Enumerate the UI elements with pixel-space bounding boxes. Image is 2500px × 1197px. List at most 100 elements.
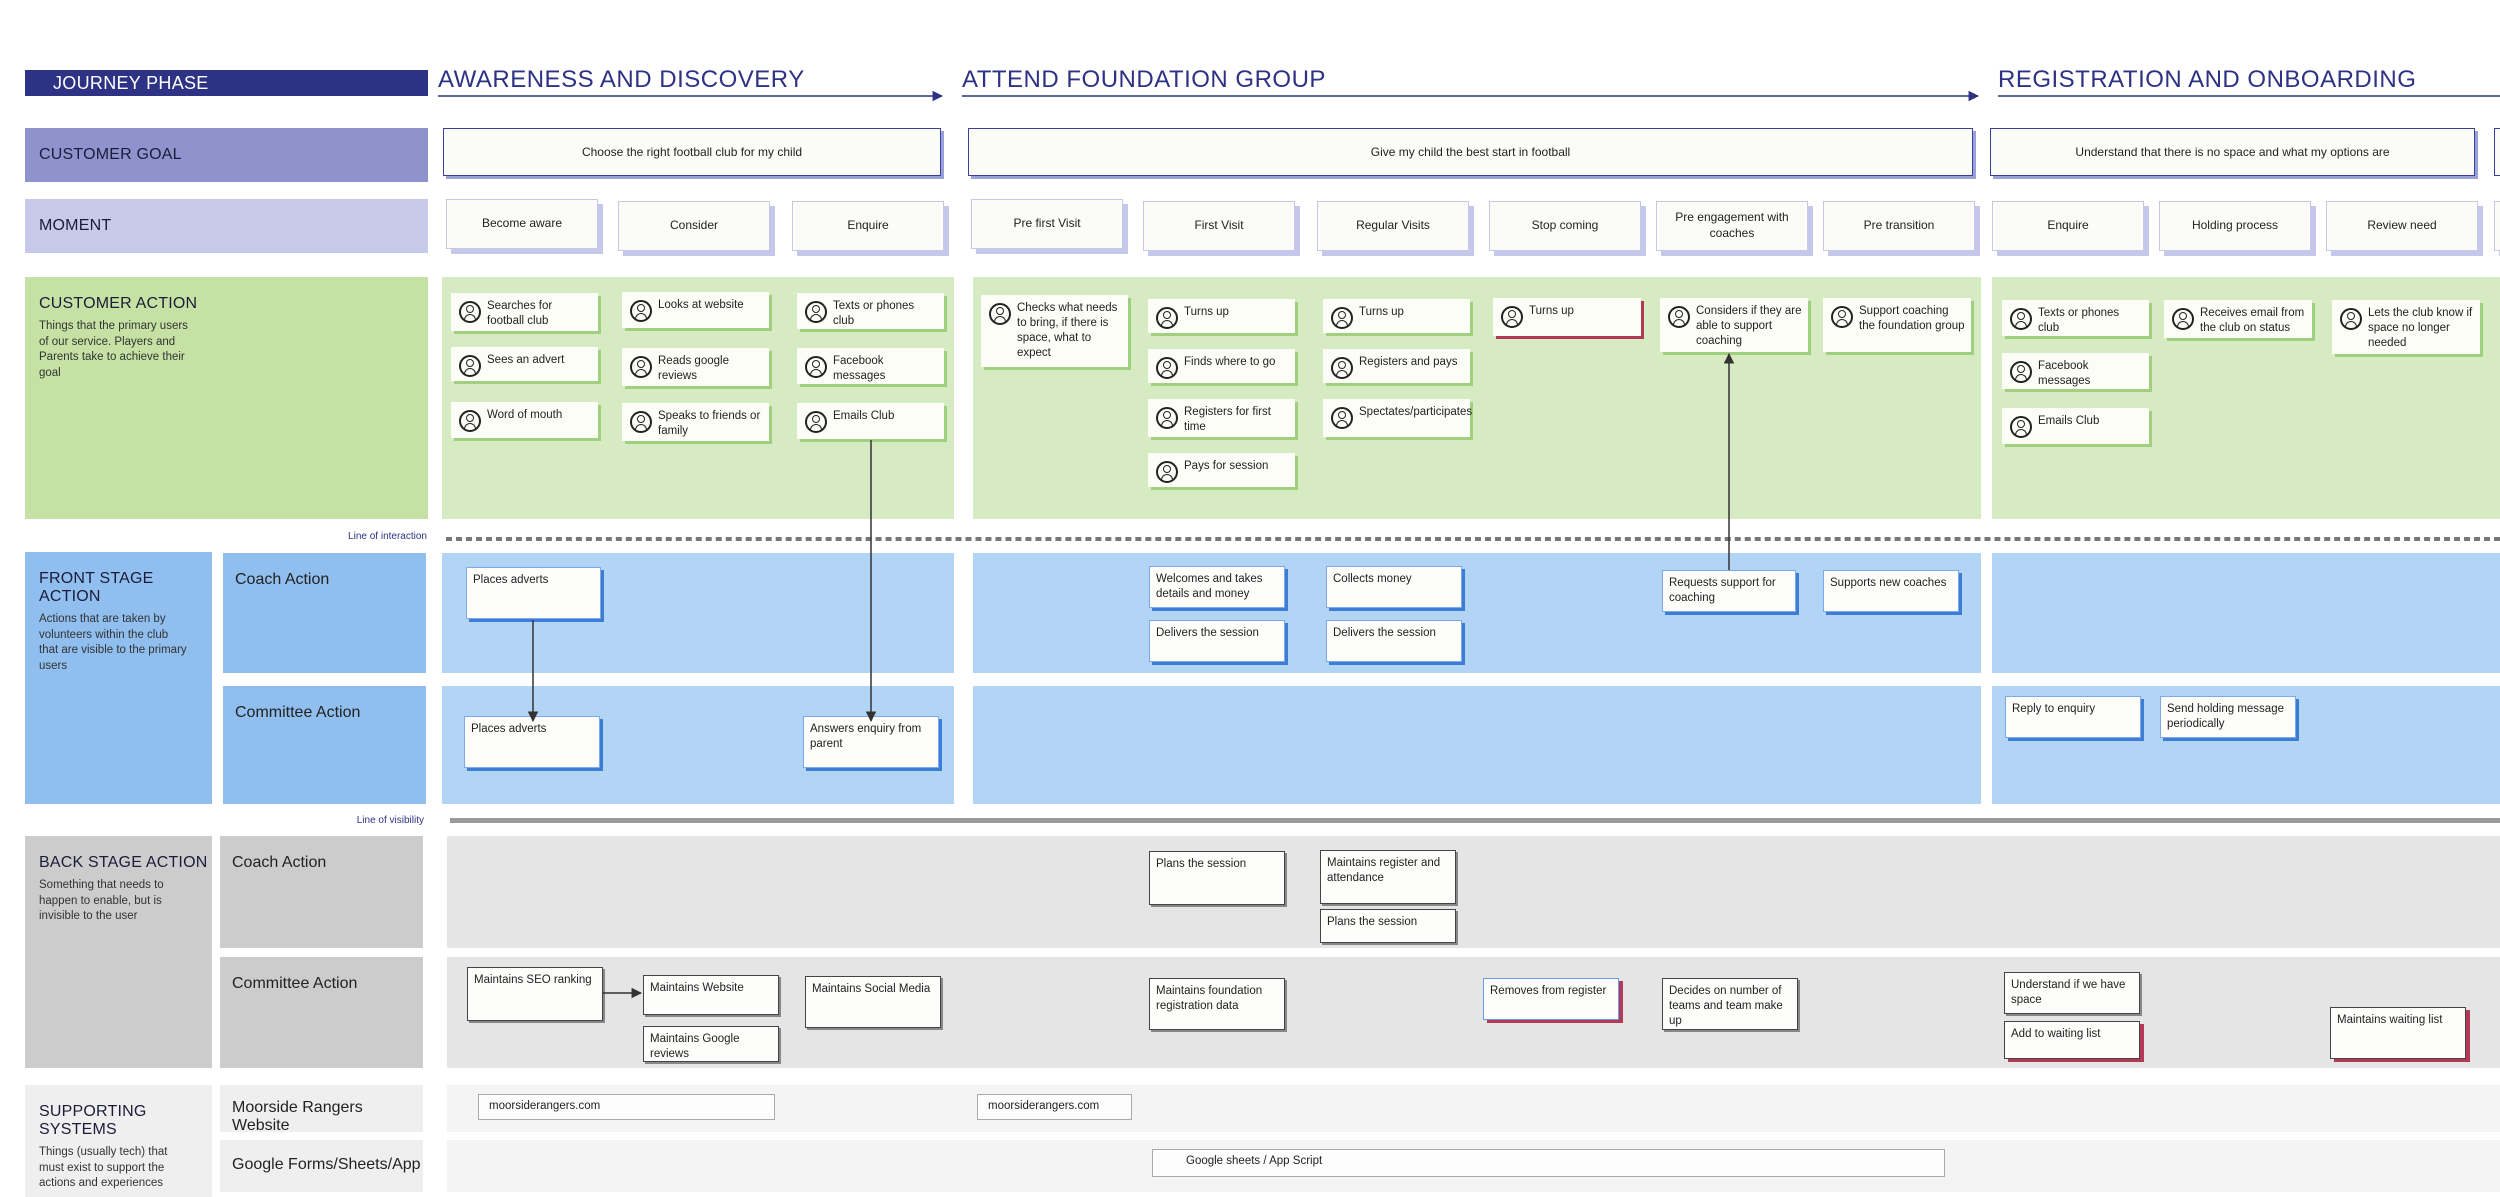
front-committee-label: Committee Action — [223, 686, 426, 804]
front-coach-lane-3 — [1992, 553, 2500, 673]
customer-action-card: Registers and pays — [1323, 349, 1470, 383]
front-stage-desc: Actions that are taken by volunteers wit… — [39, 613, 187, 672]
goal-card-partial — [2494, 128, 2500, 176]
moment-card-partial — [2494, 201, 2500, 251]
customer-action-title: CUSTOMER ACTION — [39, 295, 198, 312]
system-google-bar: Google sheets / App Script — [1152, 1149, 1945, 1177]
moment-card: Pre transition — [1823, 201, 1975, 251]
person-icon — [1156, 357, 1178, 379]
phase-title-registration: REGISTRATION AND ONBOARDING — [1998, 66, 2417, 93]
moment-card: Become aware — [446, 199, 598, 249]
system-website-bar: moorsiderangers.com — [478, 1094, 775, 1120]
front-committee-lane-2 — [973, 686, 1981, 804]
back-coach-card: Plans the session — [1320, 909, 1456, 943]
system-label-website: Moorside Rangers Website — [220, 1085, 423, 1134]
person-icon — [1501, 306, 1523, 328]
front-coach-card: Collects money — [1326, 566, 1462, 608]
customer-action-card: Searches for football club — [451, 293, 598, 331]
customer-action-card: Texts or phones club — [2002, 300, 2149, 336]
moment-card: Stop coming — [1489, 201, 1641, 251]
phase-title-foundation: ATTEND FOUNDATION GROUP — [962, 66, 1326, 93]
customer-action-card: Finds where to go — [1148, 349, 1295, 383]
person-icon — [630, 411, 652, 433]
back-committee-card: Maintains foundation registration data — [1149, 978, 1285, 1030]
front-coach-card: Places adverts — [466, 567, 601, 619]
person-icon — [2010, 308, 2032, 330]
front-committee-card: Places adverts — [464, 716, 600, 768]
customer-action-card: Pays for session — [1148, 453, 1295, 487]
customer-action-card: Receives email from the club on status — [2164, 300, 2312, 338]
person-icon — [459, 410, 481, 432]
front-coach-lane-2 — [973, 553, 1981, 673]
phase-title-awareness: AWARENESS AND DISCOVERY — [438, 66, 805, 93]
customer-action-card: Texts or phones club — [797, 293, 944, 329]
line-of-visibility — [450, 818, 2500, 823]
back-committee-lane — [447, 957, 2500, 1068]
back-committee-card: Maintains Google reviews — [643, 1026, 779, 1062]
person-icon — [1331, 407, 1353, 429]
person-icon — [805, 301, 827, 323]
moment-header: MOMENT — [25, 199, 428, 253]
customer-goal-title: CUSTOMER GOAL — [39, 146, 182, 163]
customer-action-card: Turns up — [1148, 299, 1295, 333]
back-committee-card-pain: Maintains waiting list — [2330, 1007, 2466, 1059]
moment-card: Pre first Visit — [971, 199, 1123, 249]
customer-action-card: Turns up — [1323, 299, 1470, 333]
person-icon — [2010, 361, 2032, 383]
back-committee-card: Decides on number of teams and team make… — [1662, 978, 1798, 1030]
customer-action-card: Speaks to friends or family — [622, 403, 769, 441]
front-committee-card: Reply to enquiry — [2005, 696, 2141, 738]
back-committee-card: Understand if we have space — [2004, 972, 2140, 1014]
person-icon — [459, 301, 481, 323]
customer-action-card: Emails Club — [2002, 408, 2149, 444]
supporting-title: SUPPORTING SYSTEMS — [39, 1103, 147, 1138]
goal-card: Give my child the best start in football — [968, 128, 1973, 176]
system-website-bar: moorsiderangers.com — [977, 1094, 1132, 1120]
system-label-google: Google Forms/Sheets/App — [220, 1140, 423, 1192]
customer-action-header: CUSTOMER ACTION Things that the primary u… — [25, 277, 428, 519]
front-stage-title: FRONT STAGE ACTION — [39, 570, 154, 605]
front-committee-card: Send holding message periodically — [2160, 696, 2296, 738]
line-of-interaction — [446, 537, 2500, 541]
customer-action-card: Spectates/participates — [1323, 399, 1472, 437]
front-stage-header: FRONT STAGE ACTION Actions that are taken… — [25, 552, 212, 804]
line-of-visibility-label: Line of visibility — [356, 815, 424, 826]
person-icon — [2010, 416, 2032, 438]
customer-action-card: Sees an advert — [451, 347, 598, 381]
back-stage-title: BACK STAGE ACTION — [39, 854, 208, 871]
supporting-desc: Things (usually tech) that must exist to… — [39, 1146, 168, 1190]
moment-card: Review need — [2326, 201, 2478, 251]
person-icon — [1156, 461, 1178, 483]
back-stage-desc: Something that needs to happen to enable… — [39, 879, 164, 923]
person-icon — [1831, 306, 1853, 328]
person-icon — [459, 355, 481, 377]
moment-card: Regular Visits — [1317, 201, 1469, 251]
person-icon — [1331, 357, 1353, 379]
moment-card: Enquire — [1992, 201, 2144, 251]
back-committee-card: Maintains SEO ranking — [467, 967, 603, 1021]
front-coach-label: Coach Action — [223, 553, 426, 673]
person-icon — [989, 303, 1011, 325]
goal-card: Understand that there is no space and wh… — [1990, 128, 2475, 176]
moment-card: Holding process — [2159, 201, 2311, 251]
customer-action-card: Facebook messages — [797, 348, 944, 384]
customer-action-card: Checks what needs to bring, if there is … — [981, 295, 1128, 367]
customer-action-lane-2 — [973, 277, 1981, 519]
customer-action-card: Lets the club know if space no longer ne… — [2332, 300, 2480, 354]
person-icon — [630, 356, 652, 378]
customer-action-card: Word of mouth — [451, 402, 598, 438]
customer-action-card: Looks at website — [622, 292, 769, 328]
back-committee-card: Maintains Website — [643, 975, 779, 1015]
moment-card: Consider — [618, 201, 770, 251]
supporting-systems-header: SUPPORTING SYSTEMS Things (usually tech) … — [25, 1085, 212, 1197]
person-icon — [1156, 307, 1178, 329]
moment-card: Enquire — [792, 201, 944, 251]
moment-title: MOMENT — [39, 217, 112, 234]
goal-card: Choose the right football club for my ch… — [443, 128, 941, 176]
customer-action-desc: Things that the primary users of our ser… — [39, 320, 188, 379]
back-stage-header: BACK STAGE ACTION Something that needs to… — [25, 836, 212, 1068]
back-committee-card-pain: Add to waiting list — [2004, 1021, 2140, 1059]
system-lane-website — [447, 1085, 2500, 1132]
person-icon — [805, 356, 827, 378]
